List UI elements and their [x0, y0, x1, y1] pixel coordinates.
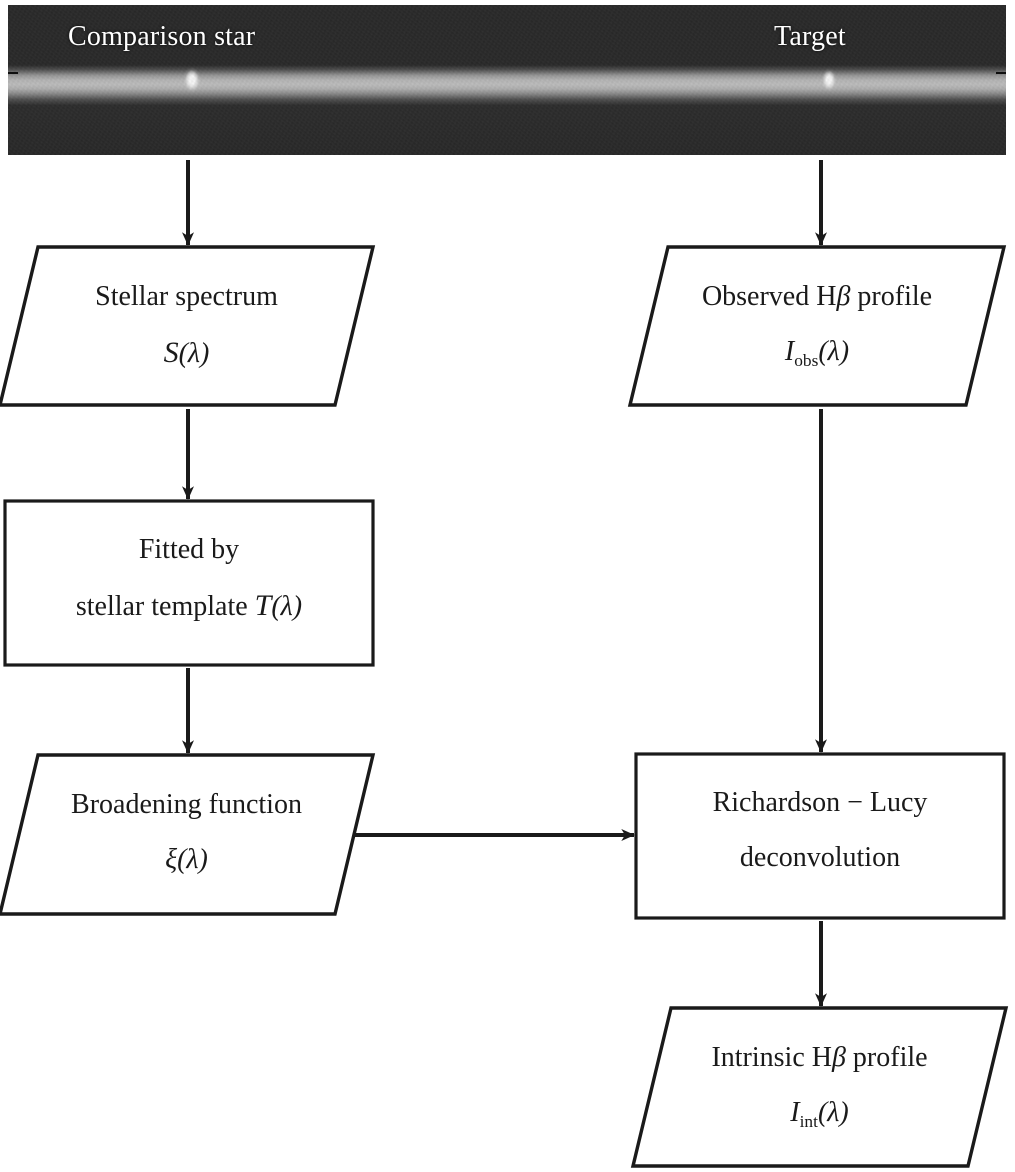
- spectrum-tick-right: [996, 72, 1006, 74]
- broadening-function-arg: (λ): [177, 844, 208, 876]
- node-stellar-spectrum: [0, 245, 376, 407]
- stellar-spectrum-line1: Stellar spectrum: [95, 281, 278, 312]
- label-richardson-lucy: Richardson − Lucy deconvolution: [636, 788, 1004, 873]
- label-intrinsic-profile: Intrinsic Hβ profile Iint(λ): [633, 1043, 1006, 1131]
- richardson-lucy-line1: Richardson − Lucy: [712, 787, 928, 818]
- stellar-spectrum-formula: S(λ): [0, 337, 373, 369]
- node-fitted-template: [3, 499, 375, 667]
- observed-profile-beta: β: [836, 281, 851, 312]
- richardson-lucy-line2: deconvolution: [739, 842, 901, 874]
- intrinsic-profile-subscript: int: [799, 1112, 818, 1132]
- observed-profile-symbol: I: [784, 336, 795, 368]
- observed-profile-line1-post: profile: [850, 281, 933, 312]
- intrinsic-profile-line1-pre: Intrinsic H: [711, 1042, 832, 1073]
- node-intrinsic-profile: [630, 1006, 1009, 1168]
- node-broadening-function: [0, 753, 376, 916]
- fitted-template-arg: (λ): [271, 591, 303, 623]
- fitted-template-line2-pre: stellar template: [75, 591, 255, 623]
- label-broadening-function: Broadening function ξ(λ): [0, 790, 373, 875]
- label-fitted-template: Fitted by stellar template T(λ): [5, 535, 373, 622]
- fitted-template-symbol: T: [254, 589, 272, 623]
- intrinsic-profile-line1: Intrinsic Hβ profile: [633, 1043, 1006, 1072]
- stellar-spectrum-symbol: S: [163, 336, 179, 370]
- node-observed-profile: [627, 245, 1007, 407]
- node-richardson-lucy: [634, 752, 1006, 920]
- observed-profile-formula: Iobs(λ): [630, 336, 1004, 370]
- observed-profile-subscript: obs: [794, 351, 819, 371]
- spectrum-tick-left: [8, 72, 18, 74]
- intrinsic-profile-line1-post: profile: [845, 1042, 928, 1073]
- broadening-function-formula: ξ(λ): [0, 845, 373, 874]
- stellar-spectrum-arg: (λ): [178, 338, 210, 370]
- observed-profile-line1: Observed Hβ profile: [630, 282, 1004, 311]
- intrinsic-profile-beta: β: [831, 1042, 846, 1073]
- label-stellar-spectrum: Stellar spectrum S(λ): [0, 282, 373, 369]
- label-observed-profile: Observed Hβ profile Iobs(λ): [630, 282, 1004, 370]
- intrinsic-profile-symbol: I: [790, 1097, 800, 1129]
- observed-profile-line1-pre: Observed H: [701, 281, 837, 312]
- broadening-function-line1: Broadening function: [71, 789, 302, 820]
- broadening-function-symbol: ξ: [165, 844, 178, 876]
- target-label: Target: [774, 21, 846, 52]
- intrinsic-profile-arg: (λ): [817, 1097, 849, 1129]
- intrinsic-profile-formula: Iint(λ): [633, 1097, 1006, 1131]
- long-slit-spectrum-image: Comparison star Target: [8, 5, 1006, 155]
- fitted-template-line1: Fitted by: [138, 534, 240, 565]
- comparison-star-label: Comparison star: [68, 21, 256, 52]
- fitted-template-line2: stellar template T(λ): [5, 590, 373, 622]
- observed-profile-arg: (λ): [818, 336, 850, 368]
